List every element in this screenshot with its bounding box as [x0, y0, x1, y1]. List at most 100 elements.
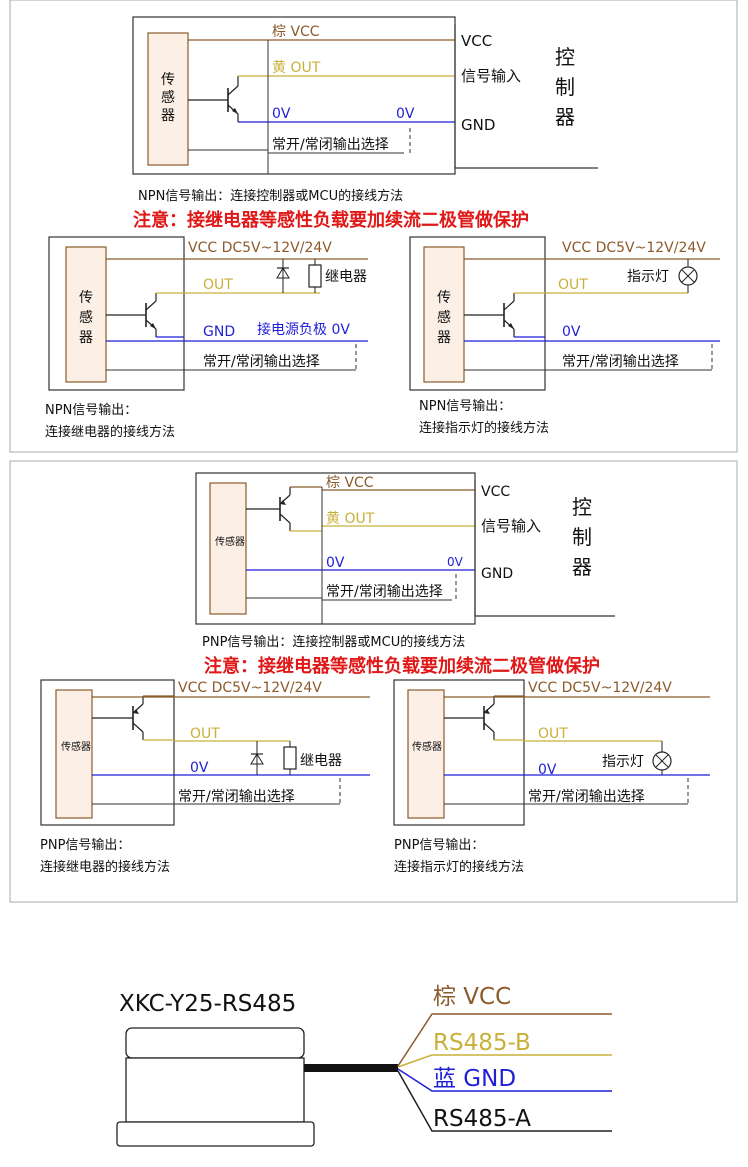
module-wire-gnd: [397, 1068, 612, 1092]
pnp-controller-diagram: 传感器 棕 VCC 黄 OUT 0V 0V 常开/常闭输出选择 VCC 信号输入…: [195, 472, 615, 650]
npn-ctrl-controller-title-3: 器: [555, 105, 575, 129]
pnp-relay-diagram: 传感器 继电器 VCC DC5V~12V/24V OUT 0V 常开/常闭输出选…: [40, 679, 370, 875]
pnp-relay-caption-1: PNP信号输出：: [40, 837, 130, 853]
npn-relay-diagram: 传 感 器 继电器 VCC DC5V~12V/24V OUT GND 接电源负: [45, 236, 368, 440]
npn-relay-coil-icon: [308, 264, 322, 288]
npn-lamp-lamp-label: 指示灯: [627, 269, 669, 285]
npn-relay-gnd-note: 接电源负极 0V: [257, 321, 350, 338]
pnp-relay-gnd-label: 0V: [190, 760, 209, 776]
pnp-lamp-vcc-label: VCC DC5V~12V/24V: [528, 680, 672, 696]
npn-relay-sensor-label-1: 传: [79, 290, 93, 306]
npn-lamp-transistor-icon: [503, 292, 515, 338]
npn-ctrl-controller-signal: 信号输入: [461, 67, 521, 85]
module-body-top: [125, 1027, 305, 1059]
npn-relay-caption-2: 连接继电器的接线方法: [45, 424, 175, 440]
pnp-ctrl-gnd-label: 0V: [326, 555, 345, 571]
module-model-title: XKC-Y25-RS485: [119, 991, 296, 1017]
pnp-ctrl-controller-vcc: VCC: [481, 484, 510, 500]
npn-lamp-sensor-box: [423, 246, 465, 383]
pnp-relay-sensor-label: 传感器: [61, 740, 91, 753]
npn-ctrl-controller-vcc: VCC: [461, 32, 492, 50]
npn-ctrl-controller-title-2: 制: [555, 75, 575, 99]
npn-relay-relay-label: 继电器: [325, 269, 367, 285]
pnp-ctrl-sensor-label: 传感器: [215, 535, 245, 548]
module-wire-a-label: RS485-A: [433, 1106, 531, 1132]
pnp-lamp-sensor-label: 传感器: [412, 740, 442, 753]
npn-lamp-sensor-label-1: 传: [437, 290, 451, 306]
pnp-lamp-transistor-icon: [483, 695, 495, 741]
pnp-lamp-lamp-label: 指示灯: [602, 754, 644, 770]
npn-lamp-gnd-label: 0V: [562, 324, 581, 340]
npn-lamp-caption-1: NPN信号输出：: [419, 398, 511, 414]
npn-ctrl-caption: NPN信号输出：连接控制器或MCU的接线方法: [138, 188, 403, 204]
npn-relay-gnd-label: GND: [203, 324, 235, 340]
pnp-lamp-caption-1: PNP信号输出：: [394, 837, 484, 853]
module-wire-b: [397, 1054, 612, 1068]
pnp-warning: 注意：接继电器等感性负载要加续流二极管做保护: [204, 655, 600, 677]
rs485-module-diagram: XKC-Y25-RS485 棕 VCC RS485-B 蓝 GND RS485-…: [116, 984, 612, 1147]
npn-ctrl-switch-label: 常开/常闭输出选择: [272, 137, 389, 153]
pnp-lamp-switch-label: 常开/常闭输出选择: [528, 789, 645, 805]
npn-ctrl-controller-gnd: GND: [461, 116, 495, 134]
pnp-ctrl-controller-title-2: 制: [572, 525, 592, 549]
pnp-ctrl-gnd-label-right: 0V: [447, 555, 464, 569]
npn-relay-switch-label: 常开/常闭输出选择: [203, 354, 320, 370]
npn-section-border: [9, 0, 738, 453]
pnp-ctrl-controller-title-3: 器: [572, 555, 592, 579]
npn-lamp-out-label: OUT: [558, 277, 588, 293]
npn-controller-diagram: 传 感 器 棕 VCC 黄 OUT 0V 0V 常开/常闭输出选择 VCC 信号…: [132, 16, 598, 204]
pnp-section: 传感器 棕 VCC 黄 OUT 0V 0V 常开/常闭输出选择 VCC 信号输入…: [9, 460, 738, 903]
npn-section: 传 感 器 棕 VCC 黄 OUT 0V 0V 常开/常闭输出选择 VCC 信号…: [9, 0, 738, 453]
module-body-base: [116, 1121, 315, 1147]
npn-relay-caption-1: NPN信号输出：: [45, 402, 137, 418]
npn-ctrl-gnd-label: 0V: [272, 106, 291, 122]
npn-ctrl-controller-title-1: 控: [555, 45, 575, 69]
module-wire-gnd-label: 蓝 GND: [433, 1066, 516, 1092]
module-wire-vcc-label: 棕 VCC: [433, 984, 511, 1010]
npn-lamp-diagram: 传 感 器 指示灯 VCC DC5V~12V/24V OUT 0V 常开/常闭输…: [409, 236, 720, 436]
npn-lamp-caption-2: 连接指示灯的接线方法: [419, 420, 549, 436]
pnp-lamp-diagram: 传感器 指示灯 VCC DC5V~12V/24V OUT 0V 常开/常闭输出选…: [393, 679, 710, 875]
pnp-ctrl-controller-title-1: 控: [572, 495, 592, 519]
pnp-relay-sensor-box: [55, 689, 93, 819]
npn-relay-sensor-label-2: 感: [79, 309, 93, 326]
pnp-lamp-gnd-label: 0V: [538, 762, 557, 778]
npn-relay-diode-icon: [276, 267, 290, 279]
npn-ctrl-gnd-label-right: 0V: [396, 106, 415, 122]
npn-relay-out-label: OUT: [203, 277, 233, 293]
module-wire-a: [397, 1070, 612, 1132]
npn-ctrl-sensor-label-3: 器: [161, 108, 175, 124]
pnp-ctrl-out-label: 黄 OUT: [326, 510, 375, 527]
pnp-relay-vcc-label: VCC DC5V~12V/24V: [178, 680, 322, 696]
npn-lamp-vcc-label: VCC DC5V~12V/24V: [562, 240, 706, 256]
pnp-lamp-caption-2: 连接指示灯的接线方法: [394, 859, 524, 875]
npn-relay-sensor-box: [65, 246, 107, 383]
npn-ctrl-vcc-label: 棕 VCC: [272, 24, 320, 40]
npn-ctrl-transistor-icon: [227, 77, 239, 123]
module-body-middle: [125, 1057, 305, 1123]
pnp-relay-diode-icon: [250, 753, 264, 765]
pnp-ctrl-switch-label: 常开/常闭输出选择: [326, 584, 443, 600]
pnp-ctrl-sensor-box: [209, 482, 247, 615]
pnp-relay-out-label: OUT: [190, 726, 220, 742]
pnp-relay-coil-icon: [283, 746, 297, 770]
npn-ctrl-sensor-label-2: 感: [161, 89, 175, 106]
npn-relay-transistor-icon: [145, 292, 157, 338]
npn-lamp-sensor-label-2: 感: [437, 309, 451, 326]
pnp-relay-caption-2: 连接继电器的接线方法: [40, 859, 170, 875]
pnp-relay-switch-label: 常开/常闭输出选择: [178, 789, 295, 805]
npn-warning: 注意：接继电器等感性负载要加续流二极管做保护: [133, 209, 529, 231]
pnp-lamp-out-label: OUT: [538, 726, 568, 742]
pnp-relay-transistor-icon: [132, 695, 144, 741]
npn-lamp-switch-label: 常开/常闭输出选择: [562, 354, 679, 370]
pnp-ctrl-controller-gnd: GND: [481, 566, 513, 582]
npn-ctrl-sensor-box: [147, 32, 189, 166]
pnp-ctrl-controller-signal: 信号输入: [481, 517, 541, 535]
npn-lamp-sensor-label-3: 器: [437, 330, 451, 346]
module-wire-b-label: RS485-B: [433, 1030, 531, 1056]
pnp-ctrl-caption: PNP信号输出：连接控制器或MCU的接线方法: [202, 634, 465, 650]
pnp-section-border: [9, 460, 738, 903]
npn-ctrl-sensor-label-1: 传: [161, 72, 175, 88]
